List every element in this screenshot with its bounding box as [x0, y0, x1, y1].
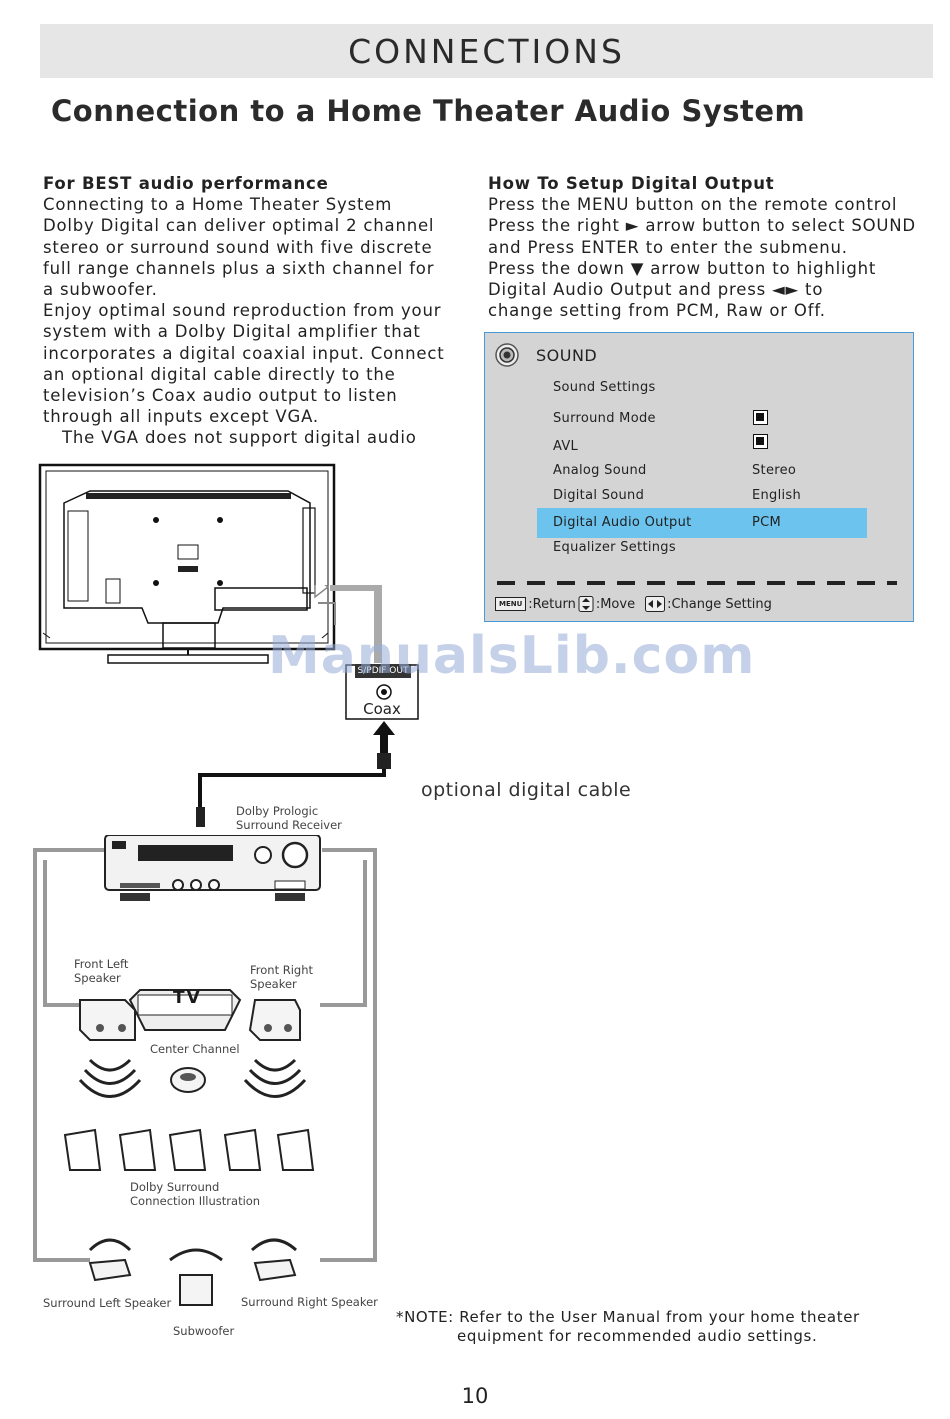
digital-sound-value: English — [752, 488, 802, 503]
left-heading: For BEST audio performance — [43, 174, 329, 193]
left-right-arrow-icon — [645, 596, 666, 612]
sound-wave-icon — [78, 1058, 307, 1098]
left-line: television’s Coax audio output to listen — [43, 386, 398, 406]
menu-title: SOUND — [536, 346, 598, 365]
right-line: change setting from PCM, Raw or Off. — [488, 301, 826, 321]
watermark: ManualsLib.com — [268, 626, 756, 686]
left-line: a subwoofer. — [43, 280, 158, 300]
illustration-label-line: Connection Illustration — [130, 1194, 261, 1208]
left-line: Enjoy optimal sound reproduction from yo… — [43, 301, 442, 321]
front-right-label-line: Front Right — [250, 963, 314, 977]
front-right-label: Front Right Speaker — [250, 963, 313, 991]
right-line: Digital Audio Output and press ◄► to — [488, 280, 824, 300]
menu-key-icon: MENU — [495, 597, 527, 611]
menu-item-analog-sound[interactable]: Analog Sound — [553, 463, 647, 478]
surround-right-speaker-icon — [250, 1238, 298, 1282]
menu-item-surround-mode[interactable]: Surround Mode — [553, 411, 656, 426]
menu-item-equalizer-settings[interactable]: Equalizer Settings — [553, 540, 676, 555]
home-theater-diagram — [33, 835, 377, 1306]
return-hint: :Return — [528, 596, 576, 612]
coax-label: Coax — [363, 700, 401, 718]
left-line: an optional digital cable directly to th… — [43, 364, 396, 384]
tv-front-icon — [128, 989, 242, 1031]
menu-item-sound-settings[interactable]: Sound Settings — [553, 380, 656, 395]
subwoofer-label: Subwoofer — [173, 1324, 235, 1338]
menu-item-avl[interactable]: AVL — [553, 439, 579, 454]
receiver-label-line: Dolby Prologic — [236, 804, 319, 818]
note-line: equipment for recommended audio settings… — [457, 1327, 818, 1345]
receiver-label: Dolby Prologic Surround Receiver — [236, 804, 342, 832]
menu-item-digital-audio-output[interactable]: Digital Audio Output — [553, 515, 692, 530]
left-line: Dolby Digital can deliver optimal 2 chan… — [43, 216, 435, 236]
left-line: through all inputs except VGA. — [43, 407, 319, 427]
note: *NOTE: Refer to the User Manual from you… — [396, 1308, 860, 1346]
left-column: For BEST audio performance Connecting to… — [43, 173, 445, 449]
digital-audio-output-value: PCM — [752, 515, 782, 530]
move-hint: :Move — [595, 596, 636, 612]
surround-left-label: Surround Left Speaker — [43, 1296, 172, 1310]
change-setting-hint: :Change Setting — [667, 596, 772, 612]
front-left-label-line: Front Left — [74, 957, 129, 971]
optional-cable-label: optional digital cable — [421, 779, 632, 801]
surround-left-speaker-icon — [88, 1238, 132, 1282]
menu-item-digital-sound[interactable]: Digital Sound — [553, 488, 645, 503]
left-line: full range channels plus a sixth channel… — [43, 258, 435, 278]
left-line: incorporates a digital coaxial input. Co… — [43, 343, 445, 363]
note-line: *NOTE: Refer to the User Manual from you… — [396, 1308, 860, 1326]
tv-label: TV — [173, 988, 202, 1008]
right-line: Press the MENU button on the remote cont… — [488, 195, 898, 215]
illustration-label-line: Dolby Surround — [130, 1180, 220, 1194]
front-left-label: Front Left Speaker — [74, 957, 128, 985]
tv-back-panel — [38, 463, 336, 664]
front-left-speaker-icon — [79, 999, 136, 1041]
right-column: How To Setup Digital Output Press the ME… — [488, 173, 916, 321]
left-line: Connecting to a Home Theater System — [43, 195, 393, 215]
subwoofer-icon — [169, 1248, 223, 1306]
section-header: CONNECTIONS — [40, 24, 933, 78]
front-right-speaker-icon — [248, 999, 301, 1041]
left-line: stereo or surround sound with five discr… — [43, 237, 433, 257]
illustration-label: Dolby Surround Connection Illustration — [130, 1180, 260, 1208]
surround-mode-checkbox[interactable] — [753, 410, 768, 425]
right-line: Press the right ► arrow button to select… — [488, 216, 916, 236]
menu-divider — [497, 581, 897, 585]
up-down-arrow-icon — [578, 596, 594, 612]
center-speaker-icon — [170, 1067, 206, 1093]
front-right-label-line: Speaker — [250, 977, 297, 991]
page-title: Connection to a Home Theater Audio Syste… — [51, 94, 806, 128]
menu-highlight-bar — [537, 508, 867, 538]
right-heading: How To Setup Digital Output — [488, 174, 775, 193]
vga-note: The VGA does not support digital audio — [62, 428, 417, 448]
surround-right-label: Surround Right Speaker — [241, 1295, 378, 1309]
right-line: and Press ENTER to enter the submenu. — [488, 237, 848, 257]
page-number: 10 — [461, 1384, 489, 1408]
analog-sound-value: Stereo — [752, 463, 797, 478]
left-line: system with a Dolby Digital amplifier th… — [43, 322, 421, 342]
menu-footer: MENU :Return :Move :Change Setting — [495, 596, 772, 612]
right-line: Press the down ▼ arrow button to highlig… — [488, 258, 877, 278]
spdif-port-tab: S/PDIF OUT — [355, 664, 411, 678]
receiver-icon — [104, 835, 321, 901]
front-left-label-line: Speaker — [74, 971, 121, 985]
speaker-icon — [495, 343, 519, 367]
avl-checkbox[interactable] — [753, 434, 768, 449]
center-channel-label: Center Channel — [150, 1042, 240, 1056]
sound-menu: SOUND Sound Settings Surround Mode AVL A… — [484, 332, 914, 622]
receiver-label-line: Surround Receiver — [236, 818, 342, 832]
listener-icons — [63, 1128, 315, 1171]
